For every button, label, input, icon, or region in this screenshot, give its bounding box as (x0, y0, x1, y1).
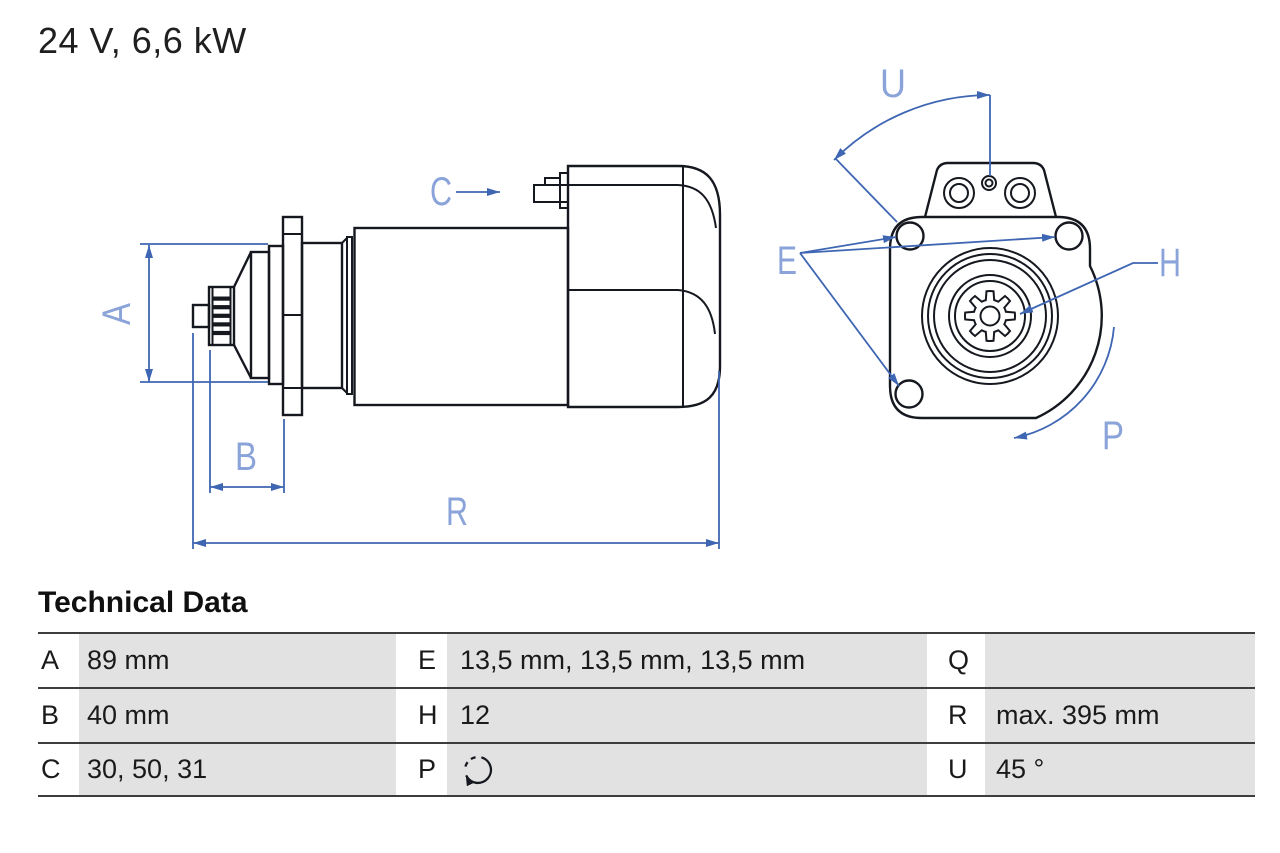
param-value (985, 634, 1255, 687)
pinion-spline (207, 285, 236, 347)
table-row: A 89 mm E 13,5 mm, 13,5 mm, 13,5 mm Q (38, 632, 1255, 687)
bolt-hole-top-right (1054, 221, 1084, 251)
table-row: C 30, 50, 31 P U 45 ° (38, 742, 1255, 795)
param-key: H (396, 689, 447, 742)
dim-E-leaders (799, 233, 1056, 387)
technical-data-table: A 89 mm E 13,5 mm, 13,5 mm, 13,5 mm Q B … (38, 632, 1255, 797)
param-value: 40 mm (79, 689, 396, 742)
dim-B (209, 350, 285, 493)
label-C: C (430, 170, 452, 214)
motor-body (353, 226, 570, 407)
dim-P-rotation-arrow (1013, 326, 1115, 440)
terminal-studs-front (943, 175, 1036, 209)
param-value: 13,5 mm, 13,5 mm, 13,5 mm (447, 634, 927, 687)
label-H: H (1159, 241, 1181, 285)
front-flange (888, 215, 1103, 420)
label-E: E (777, 239, 797, 283)
dimension-labels: A B C R U E H P (95, 62, 1181, 534)
param-key: C (38, 744, 79, 795)
starter-motor-technical-drawing: A B C R U E H P (95, 62, 1181, 549)
side-view (191, 164, 722, 417)
bolt-hole-top-left (895, 221, 925, 251)
param-key: A (38, 634, 79, 687)
page-title: 24 V, 6,6 kW (38, 20, 247, 61)
param-value: 12 (447, 689, 927, 742)
param-key: R (927, 689, 985, 742)
dimension-annotations (140, 91, 1158, 549)
bearing-shield (300, 236, 353, 395)
table-heading: Technical Data (38, 586, 248, 619)
bolt-hole-bottom-left (894, 379, 924, 409)
table-row: B 40 mm H 12 R max. 395 mm (38, 687, 1255, 742)
param-key: B (38, 689, 79, 742)
param-value: max. 395 mm (985, 689, 1255, 742)
dim-U-angle (833, 91, 991, 223)
rotation-direction-icon (464, 755, 493, 786)
param-key: Q (927, 634, 985, 687)
param-value: 30, 50, 31 (79, 744, 396, 795)
param-value-icon (447, 744, 927, 795)
rear-housing (566, 164, 722, 409)
mounting-flange (281, 215, 304, 417)
pinion-gear-icon (963, 289, 1017, 343)
dim-R (192, 333, 720, 549)
solenoid-terminal-studs (533, 172, 569, 209)
label-R: R (446, 490, 468, 534)
param-key: P (396, 744, 447, 795)
param-value: 89 mm (79, 634, 396, 687)
shaft-tip (191, 303, 211, 329)
shaft-bore (979, 305, 1001, 327)
dim-A (140, 243, 268, 383)
label-U: U (880, 62, 906, 106)
drive-housing (232, 244, 285, 386)
label-B: B (235, 435, 257, 479)
housing-rings (921, 247, 1059, 385)
label-A: A (95, 303, 139, 325)
label-P: P (1102, 414, 1124, 458)
param-key: E (396, 634, 447, 687)
dim-H-leader (1019, 262, 1158, 315)
param-value: 45 ° (985, 744, 1255, 795)
front-view (888, 161, 1103, 420)
param-key: U (927, 744, 985, 795)
